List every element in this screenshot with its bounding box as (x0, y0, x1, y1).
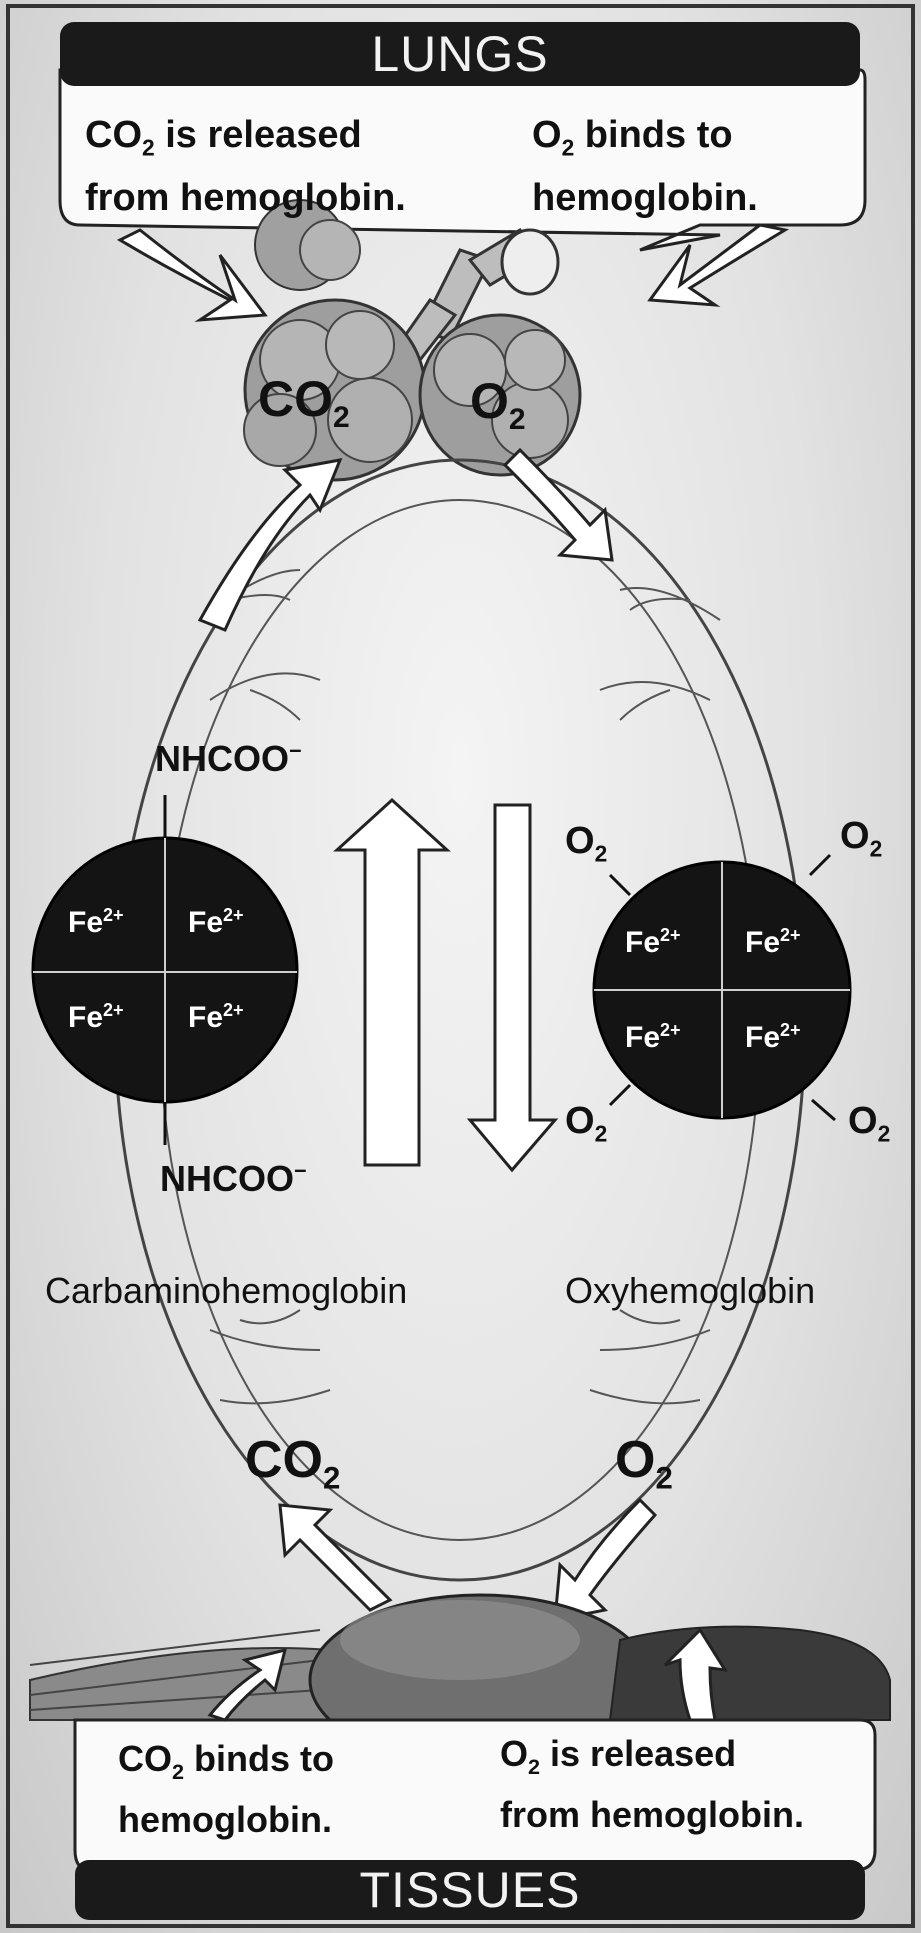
lungs-right-text: O2 binds to hemoglobin. (532, 110, 758, 223)
iron-label: Fe2+ (625, 925, 681, 960)
iron-label: Fe2+ (188, 905, 244, 940)
co2-to-alveolus-arrow (200, 460, 340, 630)
tissues-left-line2: hemoglobin. (118, 1796, 334, 1844)
o2-subscript: 2 (562, 135, 575, 161)
lungs-right-line2: hemoglobin. (532, 173, 758, 223)
co2-subscript: 2 (172, 1759, 184, 1784)
carbamino-group-text: NHCOO (160, 1158, 294, 1199)
alveolus-o2-sub: 2 (509, 403, 526, 436)
o2-to-tissue-arrow (555, 1500, 655, 1620)
tissue-o2-label: O2 (615, 1430, 673, 1496)
alveolus-o2-label: O2 (470, 372, 526, 437)
alveolus-co2-sub: 2 (333, 401, 350, 434)
o2-symbol: O (500, 1733, 528, 1774)
carbaminohemoglobin-caption: Carbaminohemoglobin (45, 1270, 407, 1312)
tissues-right-line2: from hemoglobin. (500, 1791, 804, 1839)
carbamino-charge: − (289, 738, 302, 763)
o2-ligand-label: O2 (565, 1100, 607, 1148)
tissues-left-verb: binds to (184, 1738, 334, 1779)
carbamino-charge: − (294, 1158, 307, 1183)
iron-label: Fe2+ (68, 905, 124, 940)
iron-label: Fe2+ (188, 1000, 244, 1035)
co2-symbol: CO (118, 1738, 172, 1779)
carbamino-group-text: NHCOO (155, 738, 289, 779)
o2-ligand-label: O2 (840, 815, 882, 863)
o2-bond-upper-left (610, 875, 630, 895)
tissues-right-verb: is released (540, 1733, 736, 1774)
o2-bond-lower-left (610, 1085, 630, 1105)
o2-ligand-label: O2 (848, 1100, 890, 1148)
lungs-right-verb: binds to (574, 114, 732, 156)
o2-subscript: 2 (528, 1754, 540, 1779)
alveolus-co2-text: CO (258, 371, 333, 427)
central-up-arrow (337, 800, 447, 1165)
o2-bond-upper-right (810, 855, 830, 875)
central-down-arrow (470, 805, 555, 1170)
carbamino-group-top: NHCOO− (155, 738, 302, 780)
carbamino-group-bottom: NHCOO− (160, 1158, 307, 1200)
lungs-left-verb: is released (155, 114, 362, 156)
alveolus-o2-text: O (470, 373, 509, 429)
co2-symbol: CO (85, 114, 142, 156)
tissue-co2-label: CO2 (245, 1430, 340, 1496)
iron-label: Fe2+ (625, 1020, 681, 1055)
co2-subscript: 2 (142, 135, 155, 161)
o2-symbol: O (532, 114, 562, 156)
iron-label: Fe2+ (68, 1000, 124, 1035)
co2-from-tissue-arrow (280, 1505, 390, 1610)
o2-bond-lower-right (812, 1100, 835, 1120)
oxyhemoglobin-caption: Oxyhemoglobin (565, 1270, 815, 1312)
lungs-banner: LUNGS (60, 22, 860, 86)
tissues-left-text: CO2 binds to hemoglobin. (118, 1735, 334, 1844)
tissues-right-text: O2 is released from hemoglobin. (500, 1730, 804, 1839)
lungs-left-line2: from hemoglobin. (85, 173, 406, 223)
o2-ligand-label: O2 (565, 820, 607, 868)
iron-label: Fe2+ (745, 925, 801, 960)
tissues-banner: TISSUES (75, 1860, 865, 1920)
iron-label: Fe2+ (745, 1020, 801, 1055)
alveolus-co2-label: CO2 (258, 370, 350, 435)
lungs-left-text: CO2 is released from hemoglobin. (85, 110, 406, 223)
lungs-left-pointer-arrow (120, 230, 265, 320)
